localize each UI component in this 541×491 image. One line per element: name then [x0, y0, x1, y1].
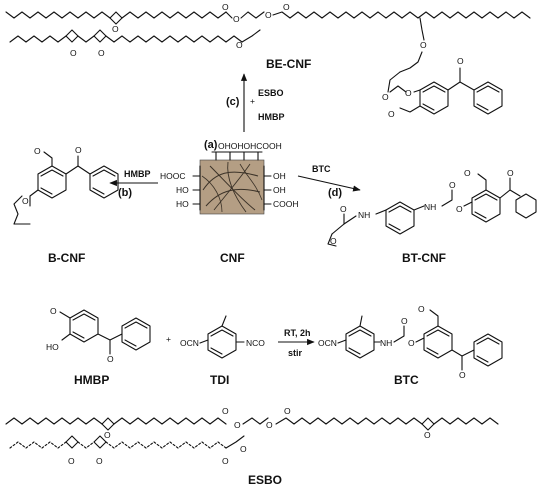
- cnf-left-3: HO: [176, 199, 189, 209]
- epoxide-oxygen-label: O: [112, 24, 119, 34]
- ester-o-label: O: [233, 14, 240, 24]
- b-methoxy-o: O: [34, 146, 41, 156]
- cnf-right-1: OH: [273, 171, 286, 181]
- step-b-label: (b): [118, 187, 132, 199]
- bt-carbamate-o: O: [340, 204, 347, 214]
- tdi-structure: OCN NCO: [180, 315, 265, 359]
- step-d-label: (d): [328, 187, 342, 199]
- bt-ester-o: O: [456, 204, 463, 214]
- bt-methoxy-o: O: [464, 168, 471, 178]
- btc-structure: OCN NH O O O O: [318, 304, 503, 380]
- cnf-right-3: COOH: [273, 199, 299, 209]
- esbo-ester-o3: O: [240, 444, 247, 454]
- carbonyl-o-label: O: [283, 2, 290, 12]
- bt-cnf-label: BT-CNF: [402, 251, 446, 265]
- btc-nh: NH: [380, 338, 392, 348]
- row2-o-label: O: [236, 40, 243, 50]
- bt-nh-1: NH: [358, 210, 370, 220]
- esbo-ester-o1: O: [234, 420, 241, 430]
- hmbp-label: HMBP: [74, 373, 109, 387]
- arrow-d: [297, 175, 361, 192]
- be-methoxy-o: O: [388, 109, 395, 119]
- esbo-carbonyl-o2: O: [284, 406, 291, 416]
- plus-hmbp-tdi: +: [166, 334, 171, 344]
- step-c-label: (c): [226, 96, 240, 108]
- tdi-oc n-left: OCN: [180, 338, 199, 348]
- esbo-epoxide-o2: O: [68, 456, 75, 466]
- be-ketone-o: O: [457, 56, 464, 66]
- be-cnf-label: BE-CNF: [266, 57, 311, 71]
- epoxide-o-row2b: O: [98, 48, 105, 58]
- reagent-esbo: ESBO: [258, 88, 284, 98]
- hmbp-methoxy-o: O: [50, 306, 57, 316]
- bt-ketone-o: O: [507, 168, 514, 178]
- plus-sign: +: [250, 96, 255, 106]
- esbo-epoxide-o1: O: [104, 430, 111, 440]
- b-cnf-structure: O O O: [13, 145, 119, 225]
- epoxide-o-row2a: O: [70, 48, 77, 58]
- tdi-label: TDI: [210, 373, 229, 387]
- reagent-hmbp-b: HMBP: [124, 169, 151, 179]
- hmbp-structure: O HO O: [46, 306, 151, 364]
- cnf-label: CNF: [220, 251, 245, 265]
- btc-ester-o: O: [408, 338, 415, 348]
- btc-label: BTC: [394, 373, 419, 387]
- bt-link-o: O: [330, 236, 337, 246]
- be-cnf-structure: O O O O O O O O O O O: [5, 2, 531, 119]
- be-ester-o: O: [382, 92, 389, 102]
- esbo-label: ESBO: [248, 473, 282, 487]
- reagent-btc-d: BTC: [312, 164, 331, 174]
- btc-ketone-o: O: [459, 370, 466, 380]
- cnf-left-1: HOOC: [160, 171, 186, 181]
- esbo-epoxide-o3: O: [96, 456, 103, 466]
- hmbp-ketone-o: O: [107, 354, 114, 364]
- condition-rt: RT, 2h: [284, 328, 311, 338]
- cnf-left-2: HO: [176, 185, 189, 195]
- hmbp-ho: HO: [46, 342, 59, 352]
- esbo-structure: O O O O O O O O O O: [5, 406, 499, 466]
- esbo-epoxide-o4: O: [424, 430, 431, 440]
- b-ester-o: O: [22, 196, 29, 206]
- cnf-top-groups: OHOHOHCOOH: [218, 141, 282, 151]
- be-ester-o2: O: [405, 88, 412, 98]
- ester-carbonyl-o: O: [222, 2, 229, 12]
- step-a-label: (a): [204, 139, 218, 151]
- esbo-carbonyl-o1: O: [222, 406, 229, 416]
- glycerol-o-label: O: [265, 10, 272, 20]
- condition-stir: stir: [288, 348, 303, 358]
- btc-carbonyl-o: O: [401, 316, 408, 326]
- reagent-hmbp-c: HMBP: [258, 112, 285, 122]
- b-cnf-label: B-CNF: [48, 251, 85, 265]
- bt-cnf-structure: O NH NH O O O O O: [327, 168, 537, 247]
- tdi-nco-right: NCO: [246, 338, 265, 348]
- btc-ocn: OCN: [318, 338, 337, 348]
- btc-methoxy-o: O: [418, 304, 425, 314]
- cnf-block: [192, 151, 272, 215]
- branch-o-label: O: [420, 40, 427, 50]
- bt-nh-2: NH: [424, 202, 436, 212]
- cnf-right-2: OH: [273, 185, 286, 195]
- esbo-ester-o2: O: [266, 420, 273, 430]
- esbo-carbonyl-o3: O: [222, 456, 229, 466]
- b-ketone-o: O: [75, 145, 82, 155]
- bt-carbamate-o2: O: [449, 180, 456, 190]
